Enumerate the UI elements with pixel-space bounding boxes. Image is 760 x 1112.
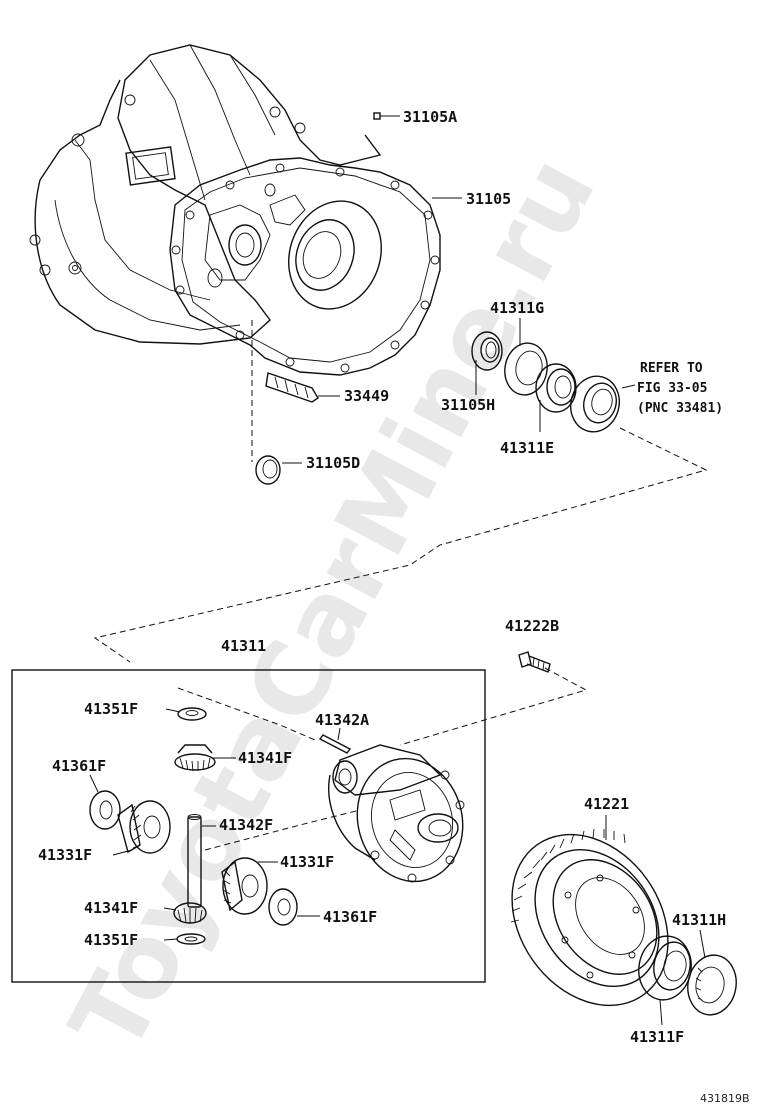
note-refer-to: REFER TO bbox=[640, 361, 703, 376]
part-41341F-pinion-bottom[interactable] bbox=[173, 902, 207, 924]
label-33449: 33449 bbox=[344, 387, 389, 405]
part-41342F-pinion-shaft[interactable] bbox=[187, 814, 202, 908]
flange-bolt-holes bbox=[171, 163, 440, 373]
part-41222B-bolt[interactable] bbox=[518, 651, 551, 673]
part-41311H-speedometer-gear[interactable] bbox=[683, 951, 741, 1018]
label-41361F-right: 41361F bbox=[323, 908, 377, 926]
part-41342A-pin[interactable] bbox=[318, 734, 352, 754]
label-41341F-bottom: 41341F bbox=[84, 899, 138, 917]
label-31105: 31105 bbox=[466, 190, 511, 208]
label-31105A: 31105A bbox=[403, 108, 457, 126]
figure-id: 431819B bbox=[700, 1092, 750, 1105]
label-31105D: 31105D bbox=[306, 454, 360, 472]
part-41361F-washer-right[interactable] bbox=[268, 888, 298, 926]
note-fig: FIG 33-05 bbox=[637, 381, 707, 396]
part-41361F-washer-left[interactable] bbox=[89, 790, 121, 830]
transaxle-housing[interactable] bbox=[29, 44, 441, 376]
note-pnc: (PNC 33481) bbox=[637, 401, 723, 416]
label-41342F: 41342F bbox=[219, 816, 273, 834]
differential-assembly-box bbox=[11, 669, 486, 983]
label-41331F-right: 41331F bbox=[280, 853, 334, 871]
part-41341F-pinion-top[interactable] bbox=[174, 744, 216, 772]
label-41311F: 41311F bbox=[630, 1028, 684, 1046]
label-41222B: 41222B bbox=[505, 617, 559, 635]
part-41311F-bearing[interactable] bbox=[634, 932, 696, 1004]
label-41311: 41311 bbox=[221, 637, 266, 655]
dashed-line-shaft-to-case bbox=[204, 809, 361, 851]
dashed-line-inner-top bbox=[177, 687, 316, 741]
bearing-outer-race[interactable] bbox=[565, 371, 626, 438]
part-41221-ring-gear[interactable] bbox=[480, 804, 700, 1035]
label-41342A: 41342A bbox=[315, 711, 369, 729]
label-41311E: 41311E bbox=[500, 439, 554, 457]
part-41331F-side-gear-left[interactable] bbox=[117, 800, 171, 854]
label-41331F-left: 41331F bbox=[38, 846, 92, 864]
part-31105D-seal[interactable] bbox=[255, 455, 281, 485]
label-41311G: 41311G bbox=[490, 299, 544, 317]
label-31105H: 31105H bbox=[441, 396, 495, 414]
label-41351F-top: 41351F bbox=[84, 700, 138, 718]
label-41311H: 41311H bbox=[672, 911, 726, 929]
differential-case[interactable] bbox=[328, 744, 477, 893]
part-41331F-side-gear-right[interactable] bbox=[221, 857, 268, 915]
dashed-line-bolt-to-diff bbox=[399, 667, 588, 746]
part-41351F-washer-top[interactable] bbox=[177, 707, 207, 721]
dashed-line-bearing-to-diff bbox=[93, 427, 708, 663]
label-41221: 41221 bbox=[584, 795, 629, 813]
part-31105A-plug[interactable] bbox=[373, 112, 381, 120]
label-41341F-top: 41341F bbox=[238, 749, 292, 767]
part-31105H-oil-seal[interactable] bbox=[471, 331, 503, 371]
label-41351F-bottom: 41351F bbox=[84, 931, 138, 949]
leader-lines bbox=[89, 115, 706, 1026]
label-41361F-left: 41361F bbox=[52, 757, 106, 775]
part-33449-magnet[interactable] bbox=[265, 372, 319, 403]
